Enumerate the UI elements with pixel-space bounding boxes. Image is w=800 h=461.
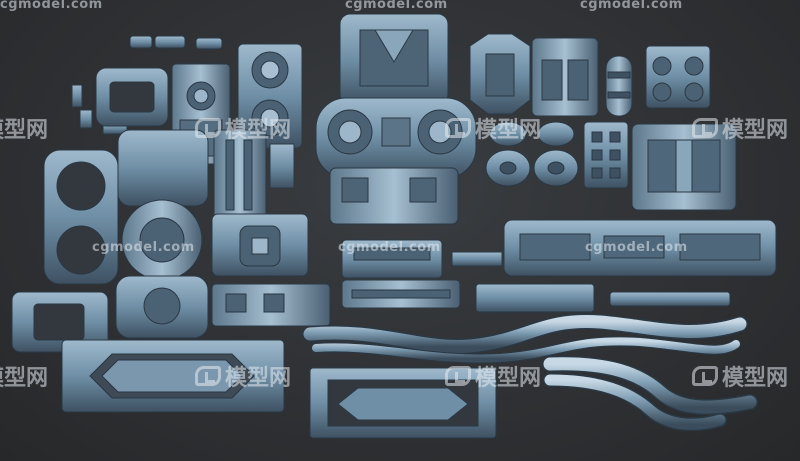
disc-parts bbox=[485, 121, 579, 187]
machinery-column-part bbox=[115, 129, 209, 339]
connector-parts bbox=[341, 239, 503, 309]
socket-plate-part bbox=[237, 43, 303, 149]
speaker-block-part bbox=[645, 45, 711, 109]
square-frame-part bbox=[95, 67, 169, 127]
pipe-parts bbox=[302, 313, 758, 432]
small-bracket-parts bbox=[71, 35, 223, 135]
bar-parts bbox=[211, 283, 731, 327]
armor-block-part bbox=[631, 123, 737, 211]
rail-column-part bbox=[213, 129, 295, 219]
dual-ring-frame-part bbox=[11, 149, 119, 353]
hex-pod-part bbox=[469, 33, 531, 115]
long-rail-part bbox=[503, 219, 777, 277]
cylinder-part bbox=[605, 55, 633, 117]
engine-module-part bbox=[531, 37, 599, 117]
central-reactor-part bbox=[315, 13, 477, 225]
grid-plate-part bbox=[583, 121, 629, 189]
window-frame-part bbox=[309, 367, 497, 439]
square-socket-frame-part bbox=[211, 213, 309, 277]
hex-panel-part bbox=[61, 339, 285, 413]
